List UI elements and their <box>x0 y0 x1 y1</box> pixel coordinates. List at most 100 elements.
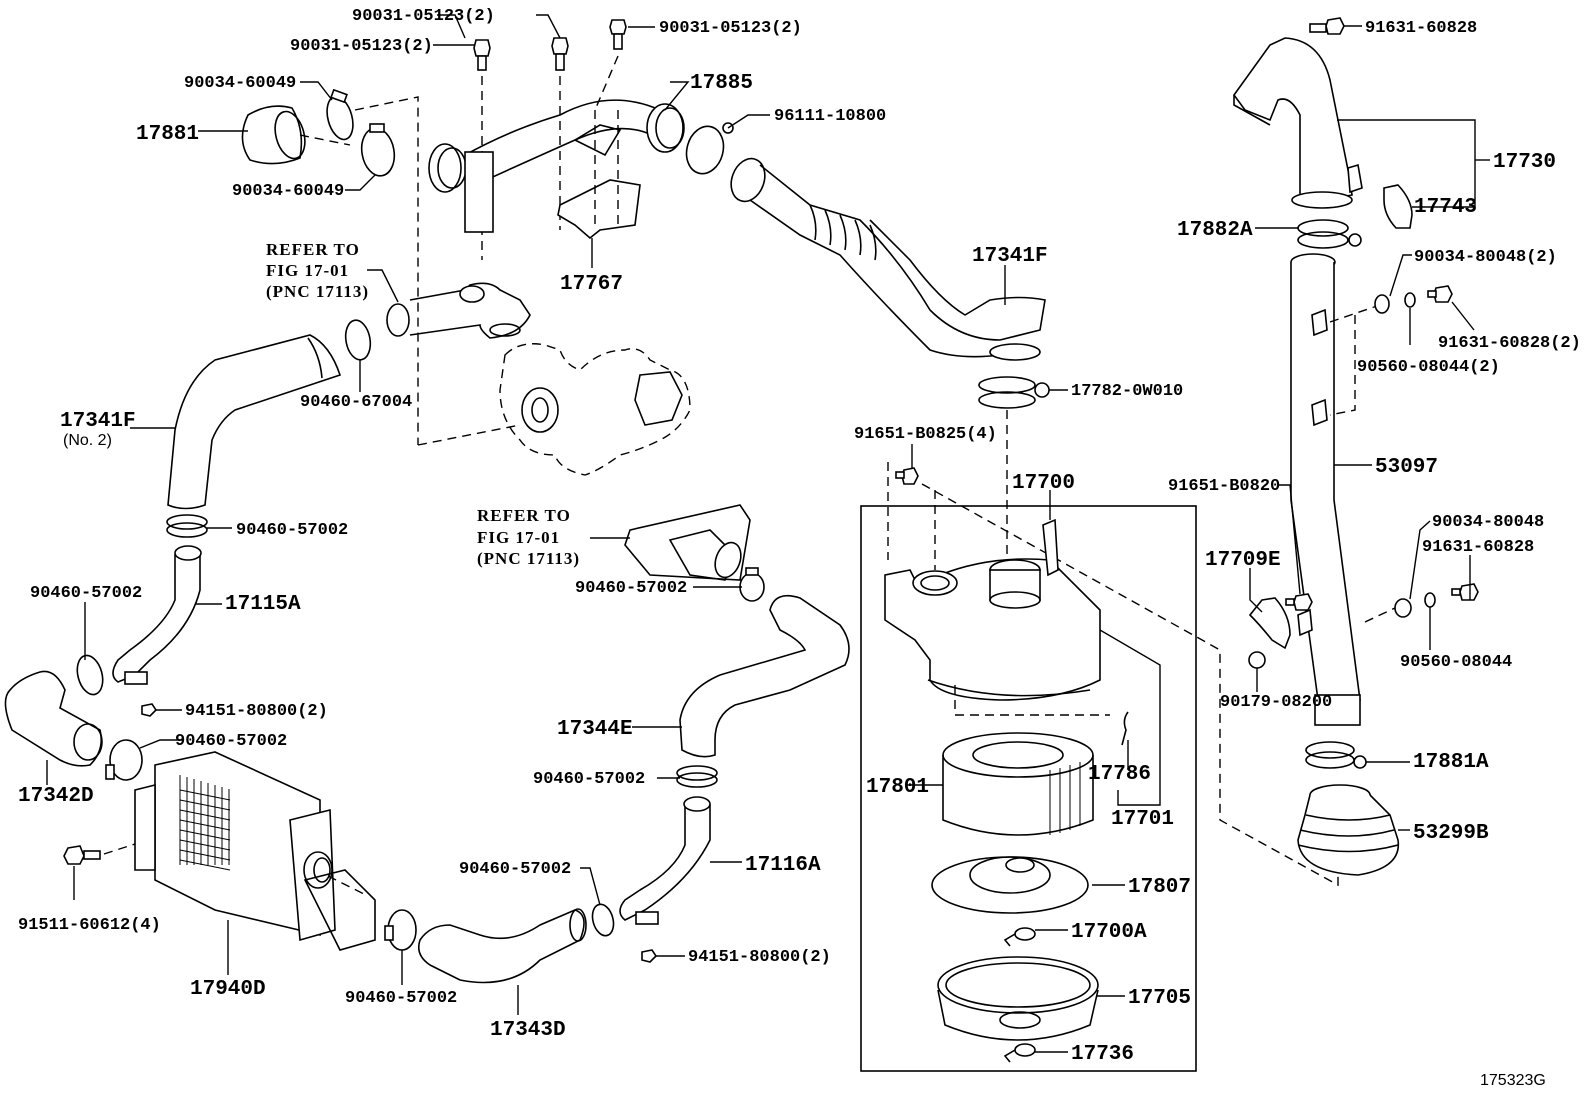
label-clamp-90034-60049-a[interactable]: 90034-60049 <box>184 74 296 93</box>
inlet-17730-drawing[interactable] <box>1233 37 1363 209</box>
label-hose-17881[interactable]: 17881 <box>136 123 199 146</box>
label-pipe-17116a[interactable]: 17116A <box>745 854 821 877</box>
clamp-90460-67004-drawing[interactable] <box>343 303 410 362</box>
label-bolt-90031-c[interactable]: 90031-05123(2) <box>659 19 802 38</box>
label-pad-17743[interactable]: 17743 <box>1414 196 1477 219</box>
label-clamp-17881a[interactable]: 17881A <box>1413 751 1489 774</box>
bolt-91631-60828-top-drawing[interactable] <box>1309 17 1345 35</box>
clamp-96111-drawing[interactable] <box>681 122 734 178</box>
label-nut-94151-b[interactable]: 94151-80800(2) <box>688 948 831 967</box>
label-clamp-90034-60049-b[interactable]: 90034-60049 <box>232 182 344 201</box>
boot-53299b-drawing[interactable] <box>1297 784 1400 876</box>
label-hose-17344e[interactable]: 17344E <box>557 718 633 741</box>
label-hose-17341f-no2[interactable]: 17341F <box>60 410 136 433</box>
refer-note-b-line2[interactable]: FIG 17-01 <box>477 528 560 547</box>
clamp-17881a-drawing[interactable] <box>1305 741 1367 769</box>
pan-17705-drawing[interactable] <box>937 956 1099 1041</box>
clip-17786-drawing[interactable] <box>1121 711 1129 746</box>
bolt-90031-b-drawing[interactable] <box>551 37 569 71</box>
label-bracket-17709e[interactable]: 17709E <box>1205 549 1281 572</box>
label-bolt-91651-b0825[interactable]: 91651-B0825(4) <box>854 425 997 444</box>
label-pipe-17885[interactable]: 17885 <box>690 72 753 95</box>
clamp-90460-57002-e-drawing[interactable] <box>589 902 617 938</box>
clamp-90034-60049-b-drawing[interactable] <box>358 123 398 178</box>
hose-17344e-drawing[interactable] <box>679 594 850 758</box>
cap-17807-drawing[interactable] <box>931 856 1089 914</box>
label-clamp-90460-57002-f[interactable]: 90460-57002 <box>575 579 687 598</box>
clamp-90460-57002-d-drawing[interactable] <box>384 909 417 951</box>
clamp-90460-57002-f-drawing[interactable] <box>739 567 765 602</box>
label-clamp-90460-67004[interactable]: 90460-67004 <box>300 393 412 412</box>
label-clamp-90460-57002-d[interactable]: 90460-57002 <box>345 989 457 1008</box>
label-bracket-17767[interactable]: 17767 <box>560 273 623 296</box>
collar-90560-08044-drawing[interactable] <box>1424 592 1436 608</box>
label-clamp-90460-57002-e[interactable]: 90460-57002 <box>459 860 571 879</box>
grommet-90034-80048-drawing[interactable] <box>1394 598 1412 618</box>
bolt-91651-b0825-drawing[interactable] <box>895 467 919 485</box>
grommet-90034-80048-2-drawing[interactable] <box>1374 294 1390 314</box>
filter-element-17801-drawing[interactable] <box>942 732 1094 836</box>
label-bolt-91631-60828-2[interactable]: 91631-60828(2) <box>1438 334 1581 353</box>
label-clamp-17882a[interactable]: 17882A <box>1177 219 1253 242</box>
label-grommet-90034-80048[interactable]: 90034-80048 <box>1432 513 1544 532</box>
bolt-91631-60828-drawing[interactable] <box>1451 583 1479 601</box>
label-pipe-53097[interactable]: 53097 <box>1375 456 1438 479</box>
pipe-17115a-drawing[interactable] <box>112 545 202 685</box>
label-air-cleaner-17700[interactable]: 17700 <box>1012 472 1075 495</box>
label-wing-nut-17736[interactable]: 17736 <box>1071 1043 1134 1066</box>
label-collar-90560-08044[interactable]: 90560-08044 <box>1400 653 1512 672</box>
bolt-91631-60828-2-drawing[interactable] <box>1427 285 1453 303</box>
label-clamp-96111[interactable]: 96111-10800 <box>774 107 886 126</box>
clamp-90460-57002-c-drawing[interactable] <box>105 739 143 781</box>
label-grommet-90034-80048-2[interactable]: 90034-80048(2) <box>1414 248 1557 267</box>
clamp-90034-60049-a-drawing[interactable] <box>323 88 358 143</box>
label-bolt-91631-60828[interactable]: 91631-60828 <box>1422 538 1534 557</box>
label-collar-90560-08044-2[interactable]: 90560-08044(2) <box>1357 358 1500 377</box>
pad-17743-drawing[interactable] <box>1383 184 1413 229</box>
label-cap-17807[interactable]: 17807 <box>1128 876 1191 899</box>
hose-17341f-no2-drawing[interactable] <box>167 334 342 510</box>
nut-94151-b-drawing[interactable] <box>641 949 658 963</box>
label-pan-17705[interactable]: 17705 <box>1128 987 1191 1010</box>
label-hose-17343d[interactable]: 17343D <box>490 1019 566 1042</box>
label-bolt-90031-a[interactable]: 90031-05123(2) <box>352 7 495 26</box>
label-clamp-90460-57002-g[interactable]: 90460-57002 <box>533 770 645 789</box>
label-filter-17801[interactable]: 17801 <box>866 776 929 799</box>
label-inlet-17730[interactable]: 17730 <box>1493 151 1556 174</box>
bolt-91651-b0820-drawing[interactable] <box>1285 593 1313 611</box>
collar-90560-08044-2-drawing[interactable] <box>1404 292 1416 308</box>
label-clamp-90460-57002-b[interactable]: 90460-57002 <box>30 584 142 603</box>
label-nut-94151-a[interactable]: 94151-80800(2) <box>185 702 328 721</box>
wing-nut-17700a-drawing[interactable] <box>1003 927 1036 947</box>
bolt-90031-a-drawing[interactable] <box>473 39 491 71</box>
pipe-17885-drawing[interactable] <box>428 99 685 233</box>
label-bolt-90031-b[interactable]: 90031-05123(2) <box>290 37 433 56</box>
label-pipe-17115a[interactable]: 17115A <box>225 593 301 616</box>
bracket-17767-drawing[interactable] <box>557 124 641 240</box>
wing-nut-17736-drawing[interactable] <box>1003 1043 1036 1063</box>
label-bolt-91651-b0820[interactable]: 91651-B0820 <box>1168 477 1280 496</box>
clamp-17882a-drawing[interactable] <box>1297 219 1362 249</box>
intercooler-17940d-drawing[interactable] <box>134 751 336 942</box>
pipe-17116a-drawing[interactable] <box>619 796 711 925</box>
bolt-91511-drawing[interactable] <box>63 845 101 865</box>
refer-note-a-line2[interactable]: FIG 17-01 <box>266 261 349 280</box>
label-boot-53299b[interactable]: 53299B <box>1413 822 1489 845</box>
label-wing-nut-17700a[interactable]: 17700A <box>1071 921 1147 944</box>
label-nut-90179-08200[interactable]: 90179-08200 <box>1220 693 1332 712</box>
hose-17343d-drawing[interactable] <box>417 908 587 984</box>
label-clamp-90460-57002-a[interactable]: 90460-57002 <box>236 521 348 540</box>
hose-17881-drawing[interactable] <box>241 105 309 165</box>
hose-17342d-drawing[interactable] <box>4 670 103 767</box>
hose-17341f-top-drawing[interactable] <box>725 154 1046 361</box>
nut-94151-a-drawing[interactable] <box>141 703 158 717</box>
label-clip-17786[interactable]: 17786 <box>1088 763 1151 786</box>
air-cleaner-case-17701-drawing[interactable] <box>884 518 1110 716</box>
label-hose-17342d[interactable]: 17342D <box>18 785 94 808</box>
label-bolt-91511[interactable]: 91511-60612(4) <box>18 916 161 935</box>
label-bolt-91631-60828-top[interactable]: 91631-60828 <box>1365 19 1477 38</box>
label-hose-17341f-top[interactable]: 17341F <box>972 245 1048 268</box>
label-case-17701[interactable]: 17701 <box>1111 808 1174 831</box>
clamp-90460-57002-b-drawing[interactable] <box>73 653 107 698</box>
nut-90179-08200-drawing[interactable] <box>1248 651 1266 669</box>
